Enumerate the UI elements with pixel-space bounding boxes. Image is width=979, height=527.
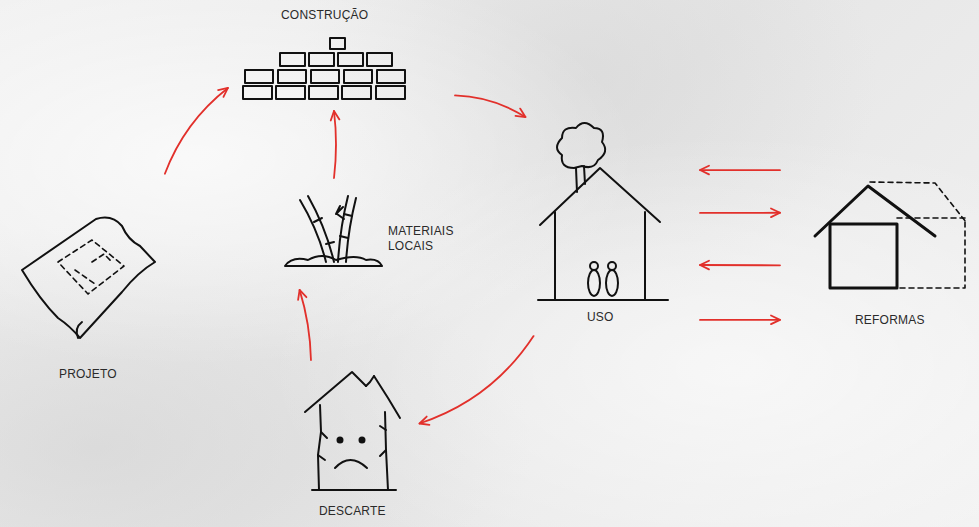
stage-label: MATERIAIS LOCAIS bbox=[388, 224, 458, 254]
renovation-stage: REFORMAS bbox=[810, 160, 970, 330]
stage-label: CONSTRUÇÃO bbox=[281, 8, 368, 23]
arrow-head bbox=[700, 166, 709, 175]
arrow-head bbox=[771, 315, 780, 324]
flow-arrow bbox=[420, 336, 534, 425]
arrow-line bbox=[455, 95, 525, 117]
project-stage: PROJETO bbox=[15, 210, 160, 385]
ruined-house bbox=[305, 372, 400, 490]
flow-arrow bbox=[700, 261, 780, 270]
disposal-stage: DESCARTE bbox=[295, 368, 410, 525]
arrow-line bbox=[165, 88, 228, 174]
stage-label: PROJETO bbox=[59, 367, 117, 382]
arrow-line bbox=[700, 212, 780, 214]
arrow-head bbox=[298, 290, 306, 300]
flow-arrow bbox=[700, 166, 780, 175]
bamboo-plant bbox=[285, 196, 382, 266]
plan-sheet bbox=[22, 218, 155, 338]
flow-arrow bbox=[700, 315, 780, 324]
flow-arrow bbox=[455, 95, 525, 117]
arrow-head bbox=[700, 261, 709, 270]
construction-stage: CONSTRUÇÃO bbox=[235, 4, 415, 103]
arrow-head bbox=[771, 208, 780, 217]
stage-label: DESCARTE bbox=[319, 504, 386, 519]
flow-arrow bbox=[331, 111, 340, 178]
arrow-head bbox=[218, 88, 228, 97]
flow-arrow bbox=[298, 290, 311, 360]
arrow-line bbox=[700, 169, 780, 171]
flow-arrow bbox=[700, 208, 780, 217]
arrow-line bbox=[334, 111, 336, 178]
brick-wall bbox=[243, 38, 405, 99]
use-stage: USO bbox=[535, 120, 665, 330]
arrow-line bbox=[300, 290, 311, 360]
arrow-line bbox=[700, 264, 780, 266]
local-materials-stage: MATERIAIS LOCAIS bbox=[280, 188, 460, 280]
stage-label: USO bbox=[587, 310, 614, 325]
flow-arrow bbox=[165, 88, 228, 174]
arrow-head bbox=[420, 417, 430, 425]
stage-label: REFORMAS bbox=[855, 313, 925, 328]
arrow-head bbox=[331, 111, 340, 120]
house-renovation bbox=[815, 182, 966, 288]
arrow-line bbox=[420, 336, 534, 423]
arrow-line bbox=[700, 319, 780, 321]
house-in-use bbox=[538, 123, 668, 300]
arrow-head bbox=[516, 109, 526, 117]
